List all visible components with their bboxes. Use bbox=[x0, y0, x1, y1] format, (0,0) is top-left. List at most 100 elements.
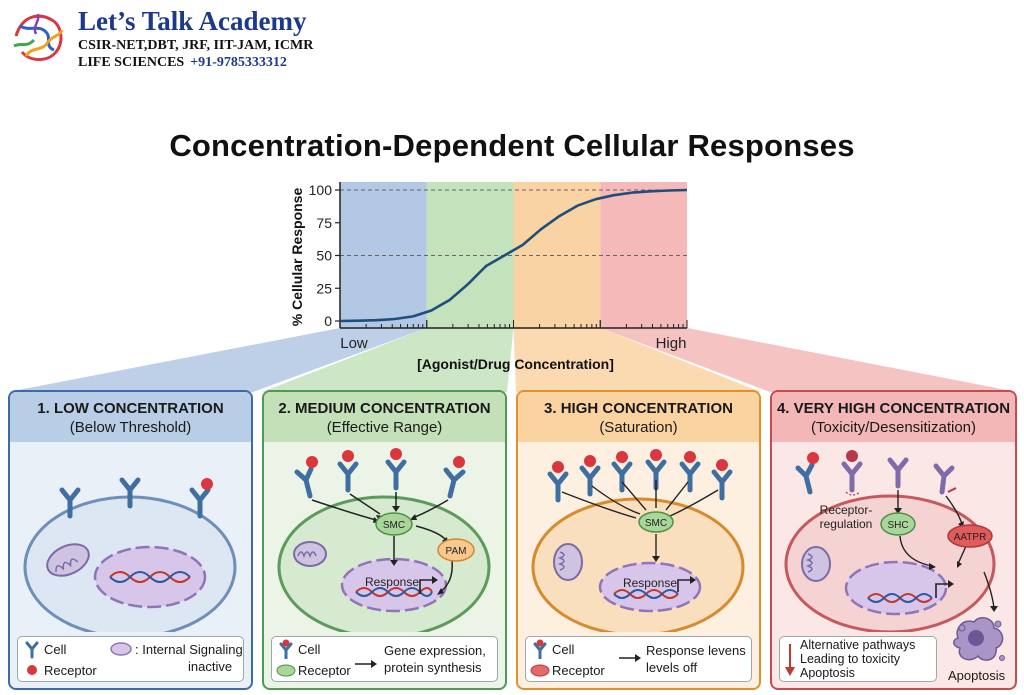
down-arrow-icon bbox=[785, 644, 795, 676]
transcription-arrow-icon bbox=[935, 583, 948, 598]
panel-legend: Alternative pathways Leading to toxicity… bbox=[779, 636, 937, 682]
nucleus bbox=[844, 560, 948, 616]
signal-arrows bbox=[311, 492, 453, 593]
band-connector-3 bbox=[513, 328, 761, 392]
panel-subtitle: (Below Threshold) bbox=[69, 419, 192, 436]
mitochondrion-icon bbox=[801, 546, 831, 582]
smc-ellipse-icon bbox=[276, 664, 296, 677]
receptor-icon bbox=[59, 487, 81, 519]
receptor-bound-icon bbox=[279, 639, 293, 659]
panel-legend: Cell Receptor Response levens levels off bbox=[525, 636, 752, 682]
panel-header: 3. HIGH CONCENTRATION (Saturation) bbox=[518, 392, 759, 442]
dna-helix-icon bbox=[109, 571, 191, 583]
aatpr-label: AATPR bbox=[954, 532, 987, 543]
medium-concentration-cell: SMC PAM Response bbox=[277, 448, 491, 632]
receptor-regulation-label-1: Receptor- bbox=[820, 503, 873, 517]
response-curve bbox=[339, 188, 688, 323]
legend-outcome-1: Gene expression, bbox=[384, 643, 486, 658]
pam-label: PAM bbox=[446, 546, 467, 557]
legend-line-1: Alternative pathways bbox=[800, 638, 916, 652]
arrow-right-icon bbox=[619, 654, 641, 662]
receptor-bound-icon bbox=[385, 448, 407, 491]
legend-line-3: Apoptosis bbox=[800, 666, 855, 680]
receptor-bound-icon bbox=[711, 459, 733, 501]
y-tick-label: 75 bbox=[316, 215, 332, 231]
response-label: Response bbox=[365, 575, 419, 589]
x-axis-title: [Agonist/Drug Concentration] bbox=[417, 356, 614, 372]
panel-high-concentration: 3. HIGH CONCENTRATION (Saturation) SMC R… bbox=[516, 390, 761, 690]
smc-label: SMC bbox=[645, 518, 667, 529]
apoptosis-label: Apoptosis bbox=[948, 668, 1006, 683]
apoptotic-cell-icon bbox=[953, 617, 1005, 661]
legend-receptor: Receptor bbox=[552, 663, 605, 678]
receptor-desensitized-icon bbox=[841, 450, 863, 496]
panel-title: 2. MEDIUM CONCENTRATION bbox=[278, 400, 491, 417]
receptor-desensitized-icon bbox=[887, 457, 909, 489]
panel-header: 1. LOW CONCENTRATION (Below Threshold) bbox=[10, 392, 251, 442]
receptor-bound-icon bbox=[679, 451, 701, 493]
smc-label: SMC bbox=[383, 520, 405, 531]
legend-signaling: : Internal Signaling bbox=[135, 642, 243, 657]
mitochondrion-icon bbox=[553, 543, 583, 581]
legend-outcome-1: Response levens bbox=[646, 643, 746, 658]
nucleus bbox=[598, 561, 702, 613]
band-connector-2 bbox=[262, 328, 514, 392]
receptor-bound-icon bbox=[337, 450, 359, 493]
receptor-desensitized-icon bbox=[933, 463, 957, 495]
dna-helix-icon bbox=[867, 593, 933, 603]
receptor-bound-icon bbox=[611, 451, 633, 493]
panel-title: 4. VERY HIGH CONCENTRATION bbox=[776, 400, 1011, 417]
panel-very-high-concentration: 4. VERY HIGH CONCENTRATION (Toxicity/Des… bbox=[770, 390, 1017, 690]
band-connector-4 bbox=[600, 328, 1017, 392]
brand-exams: CSIR-NET,DBT, JRF, IIT-JAM, ICMR bbox=[78, 38, 314, 53]
x-tick-label-low: Low bbox=[340, 335, 368, 352]
panel-subtitle: (Effective Range) bbox=[326, 419, 443, 436]
signal-arrows bbox=[561, 480, 719, 558]
protein-logo-icon bbox=[13, 13, 64, 61]
brand-subject-line: LIFE SCIENCES +91-9785333312 bbox=[78, 55, 287, 71]
pam-node bbox=[437, 538, 475, 562]
receptor-bound-icon bbox=[547, 461, 569, 503]
band-connector-1 bbox=[8, 328, 427, 392]
panel-legend: Cell Receptor : Internal Signaling inact… bbox=[17, 636, 244, 682]
shc-label: SHC bbox=[887, 520, 908, 531]
receptor-bound-icon bbox=[294, 456, 318, 499]
panel-subtitle: (Toxicity/Desensitization) bbox=[810, 419, 977, 436]
panel-legend: Cell Receptor Gene expression, protein s… bbox=[271, 636, 498, 682]
receptor-regulation-label-2: regulation bbox=[820, 517, 873, 531]
legend-inactive: inactive bbox=[188, 659, 233, 674]
panel-low-concentration: 1. LOW CONCENTRATION (Below Threshold) C… bbox=[8, 390, 253, 690]
receptor-icon bbox=[25, 641, 39, 659]
response-label: Response bbox=[623, 576, 677, 590]
panel-medium-concentration: 2. MEDIUM CONCENTRATION (Effective Range… bbox=[262, 390, 507, 690]
dna-helix-icon bbox=[355, 587, 433, 597]
receptor-bound-icon bbox=[579, 455, 601, 497]
panel-header: 2. MEDIUM CONCENTRATION (Effective Range… bbox=[264, 392, 505, 442]
y-tick-label: 100 bbox=[309, 182, 333, 198]
receptor-bound-icon bbox=[795, 452, 819, 495]
transcription-arrow-icon bbox=[419, 579, 432, 594]
legend-cell: Cell bbox=[298, 642, 321, 657]
panel-title: 1. LOW CONCENTRATION bbox=[37, 400, 224, 417]
very-high-concentration-cell: Receptor- regulation SHC AATPR bbox=[784, 450, 998, 632]
x-tick-label-high: High bbox=[656, 335, 687, 352]
high-concentration-cell: SMC Response bbox=[531, 449, 745, 632]
brand-phone: +91-9785333312 bbox=[190, 55, 287, 70]
transcription-arrow-icon bbox=[677, 579, 690, 592]
legend-receptor: Receptor bbox=[298, 663, 351, 678]
y-axis-title: % Cellular Response bbox=[289, 188, 305, 327]
panel-title: 3. HIGH CONCENTRATION bbox=[544, 400, 733, 417]
signal-ellipse-icon bbox=[110, 642, 132, 656]
receptor-bound-icon bbox=[189, 478, 213, 519]
shc-node bbox=[880, 512, 916, 536]
brand-name: Let’s Talk Academy bbox=[78, 6, 307, 36]
mitochondrion-icon bbox=[293, 541, 327, 567]
brand-subject: LIFE SCIENCES bbox=[78, 55, 185, 70]
legend-cell: Cell bbox=[44, 642, 67, 657]
y-tick-label: 25 bbox=[316, 280, 332, 296]
receptor-ellipse-icon bbox=[530, 664, 550, 677]
legend-outcome-2: levels off bbox=[646, 660, 698, 675]
legend-receptor: Receptor bbox=[44, 663, 97, 678]
y-tick-label: 50 bbox=[316, 248, 332, 264]
panel-header: 4. VERY HIGH CONCENTRATION (Toxicity/Des… bbox=[772, 392, 1015, 442]
